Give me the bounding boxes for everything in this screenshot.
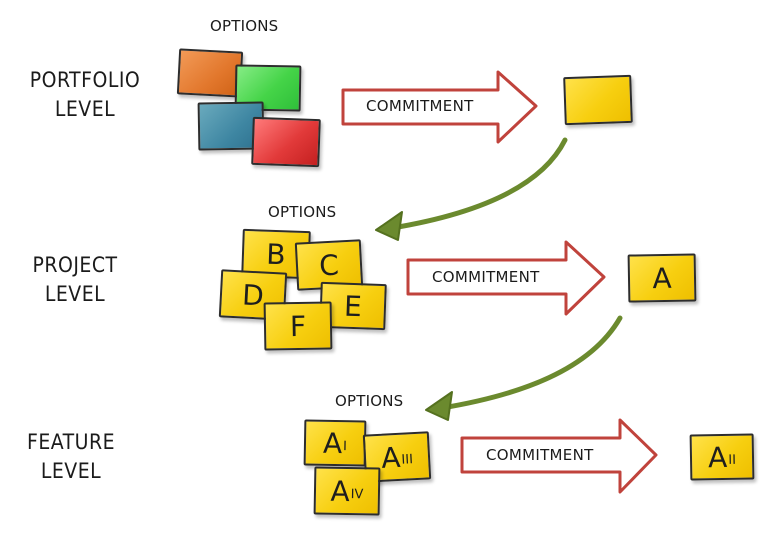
feature-option-a-iv-sub: IV: [350, 486, 364, 502]
project-option-e-text: E: [343, 289, 363, 323]
portfolio-commitment-label: COMMITMENT: [366, 97, 474, 115]
project-options-label: OPTIONS: [268, 203, 337, 221]
feature-option-a-iii-sub: III: [401, 451, 414, 468]
project-option-c-text: C: [318, 248, 340, 282]
feature-selected-letter: A: [707, 440, 728, 474]
portfolio-level-line1: PORTFOLIO: [29, 68, 141, 92]
cascade-arrow-project-to-feature: [439, 315, 623, 411]
project-level-line2: LEVEL: [44, 282, 106, 306]
commitment-arrow-project: [406, 240, 606, 316]
feature-option-a-iii-letter: A: [380, 440, 402, 475]
portfolio-option-orange: [176, 48, 244, 98]
project-selected-note-a-text: A: [652, 261, 672, 295]
commitment-arrow-portfolio: [341, 70, 538, 144]
portfolio-level-line2: LEVEL: [54, 97, 116, 121]
feature-option-a-i-letter: A: [322, 426, 343, 460]
project-level-label: PROJECT LEVEL: [0, 251, 150, 309]
project-option-d-text: D: [241, 277, 265, 313]
feature-level-label: FEATURE LEVEL: [0, 428, 146, 486]
portfolio-option-red: [251, 116, 321, 168]
portfolio-level-label: PORTFOLIO LEVEL: [10, 66, 160, 124]
feature-option-a-i-sub: I: [342, 438, 348, 454]
feature-options-label: OPTIONS: [335, 392, 404, 410]
project-option-f: F: [263, 301, 333, 351]
project-level-line1: PROJECT: [32, 253, 118, 277]
project-option-f-text: F: [289, 309, 307, 343]
cascade-arrow-portfolio-to-project: [389, 137, 568, 231]
cascade-arrowhead-2: [425, 391, 453, 421]
feature-level-line2: LEVEL: [40, 459, 102, 483]
project-selected-note-a: A: [627, 253, 697, 303]
feature-level-line1: FEATURE: [26, 430, 116, 454]
commitment-arrow-feature: [460, 418, 658, 494]
feature-selected-sub: II: [728, 452, 737, 468]
project-commitment-label: COMMITMENT: [432, 268, 540, 286]
portfolio-options-label: OPTIONS: [210, 17, 279, 35]
project-option-b-text: B: [265, 237, 287, 271]
cascade-arrowhead-1: [375, 211, 403, 241]
feature-option-a-iv-letter: A: [330, 474, 350, 508]
portfolio-selected-note: [563, 74, 633, 126]
feature-commitment-label: COMMITMENT: [486, 446, 594, 464]
